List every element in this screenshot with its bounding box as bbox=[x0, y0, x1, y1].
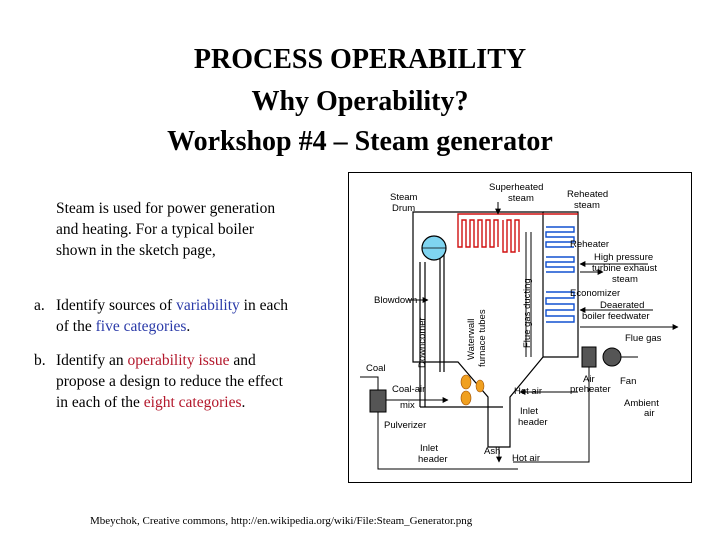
burner-flames bbox=[460, 374, 485, 406]
reheater-coils bbox=[545, 226, 575, 323]
label-hot-air-bottom: Hot air bbox=[512, 453, 540, 464]
intro-text: Steam is used for power generation and h… bbox=[56, 200, 276, 259]
label-inlet-header-right-1: Inlet bbox=[520, 406, 538, 417]
question-a: a. Identify sources of variability in ea… bbox=[34, 295, 296, 337]
label-fan: Fan bbox=[620, 376, 636, 387]
question-a-text: Identify sources of variability in each … bbox=[56, 297, 288, 335]
slide-subtitle: Why Operability? bbox=[251, 86, 469, 117]
question-a-label: a. bbox=[34, 297, 45, 314]
label-coal: Coal bbox=[366, 363, 386, 374]
flow-arrows bbox=[408, 202, 679, 463]
label-deaerated-2: boiler feedwater bbox=[582, 311, 650, 322]
question-b-label: b. bbox=[34, 352, 46, 369]
label-superheated-1: Superheated bbox=[489, 182, 543, 193]
label-reheater: Reheater bbox=[570, 239, 609, 250]
label-reheated-1: Reheated bbox=[567, 189, 608, 200]
label-downcomer: Downcomer bbox=[417, 317, 428, 368]
label-coal-air-1: Coal-air bbox=[392, 384, 425, 395]
label-ash: Ash bbox=[484, 446, 500, 457]
label-air-preheater-1: Air bbox=[583, 374, 595, 385]
label-reheated-2: steam bbox=[574, 200, 600, 211]
label-hp-exhaust-2: turbine exhaust bbox=[592, 263, 657, 274]
label-blowdown: Blowdown bbox=[374, 295, 417, 306]
slide-workshop-title: Workshop #4 – Steam generator bbox=[167, 126, 553, 157]
question-b: b. Identify an operability issue and pro… bbox=[34, 350, 296, 413]
label-ambient-air-1: Ambient bbox=[624, 398, 659, 409]
slide-title: PROCESS OPERABILITY bbox=[193, 44, 527, 75]
label-inlet-header-bottom-2: header bbox=[418, 454, 448, 465]
label-ambient-air-2: air bbox=[644, 408, 655, 419]
label-economizer: Economizer bbox=[570, 288, 620, 299]
eight-categories-highlight: eight categories bbox=[143, 394, 242, 411]
label-hp-exhaust-1: High pressure bbox=[594, 252, 653, 263]
steam-drum bbox=[421, 235, 447, 261]
image-credit: Mbeychok, Creative commons, http://en.wi… bbox=[90, 515, 473, 527]
label-flue-gas: Flue gas bbox=[625, 333, 662, 344]
label-deaerated-1: Deaerated bbox=[600, 300, 644, 311]
air-preheater bbox=[513, 346, 638, 463]
question-b-text: Identify an operability issue and propos… bbox=[56, 352, 283, 411]
label-hot-air: Hot air bbox=[514, 386, 542, 397]
label-inlet-header-right-2: header bbox=[518, 417, 548, 428]
label-steam-drum-2: Drum bbox=[392, 203, 415, 214]
label-coal-air-2: mix bbox=[400, 400, 415, 411]
label-hp-exhaust-3: steam bbox=[612, 274, 638, 285]
five-categories-highlight: five categories bbox=[95, 318, 187, 335]
label-waterwall-1: Waterwall bbox=[466, 319, 477, 360]
label-inlet-header-bottom-1: Inlet bbox=[420, 443, 438, 454]
label-flue-ducting: Flue gas ducting bbox=[522, 278, 533, 348]
operability-issue-highlight: operability issue bbox=[127, 352, 230, 369]
variability-highlight: variability bbox=[176, 297, 240, 314]
label-waterwall-2: furnace tubes bbox=[477, 309, 488, 367]
label-pulverizer: Pulverizer bbox=[384, 420, 426, 431]
label-air-preheater-2: preheater bbox=[570, 384, 611, 395]
label-steam-drum-1: Steam bbox=[390, 192, 418, 203]
pulverizer bbox=[360, 376, 518, 470]
downcomer-pipes bbox=[419, 242, 503, 408]
superheater-coils bbox=[457, 213, 578, 253]
steam-generator-diagram: Steam Drum Superheated steam Reheated st… bbox=[348, 172, 692, 483]
label-superheated-2: steam bbox=[508, 193, 534, 204]
